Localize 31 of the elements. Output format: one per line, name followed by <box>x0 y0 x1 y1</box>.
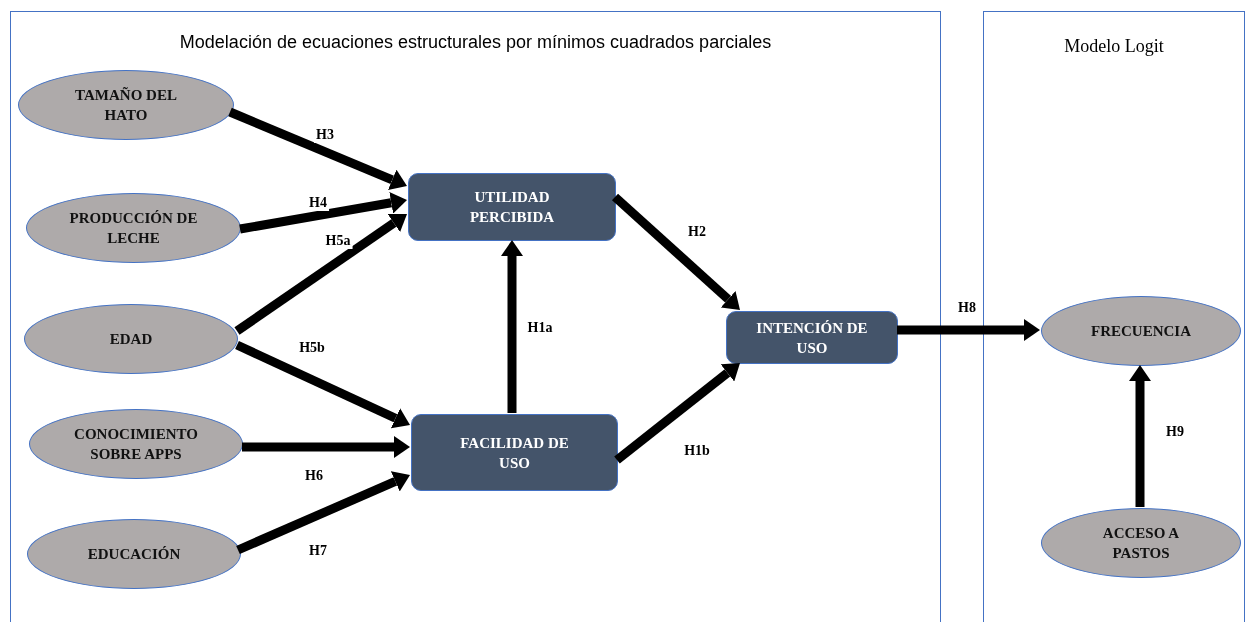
arrow <box>897 319 1040 341</box>
node-label: FRECUENCIA <box>1091 322 1191 341</box>
rounded-box <box>408 173 616 241</box>
panel <box>983 11 1245 622</box>
rounded-box <box>726 311 898 364</box>
node-label: INTENCIÓN DE USO <box>755 318 869 358</box>
node-label: CONOCIMIENTO SOBRE APPS <box>73 425 199 464</box>
arrow <box>239 191 407 234</box>
node-label: PRODUCCIÓN DE LECHE <box>68 209 199 248</box>
arrow <box>234 214 407 335</box>
arrow <box>501 240 523 413</box>
edge-label: H3 <box>314 127 336 143</box>
node-label: TAMAÑO DEL HATO <box>74 86 178 125</box>
panel <box>10 11 941 622</box>
node-label: UTILIDAD PERCIBIDA <box>468 188 556 227</box>
node-label: EDAD <box>109 330 153 349</box>
arrow <box>228 107 407 190</box>
arrow <box>614 363 740 464</box>
arrow <box>235 340 410 429</box>
arrow <box>236 471 410 555</box>
node-label: FACILIDAD DE USO <box>459 433 570 473</box>
panel-title: Modelo Logit <box>1063 36 1165 57</box>
arrow <box>242 436 410 458</box>
edge-label: H4 <box>307 195 329 211</box>
node-label: ACCESO A PASTOS <box>1101 524 1181 563</box>
edge-label: H5a <box>323 233 353 249</box>
node-label: EDUCACIÓN <box>87 545 181 564</box>
panel-title: Modelación de ecuaciones estructurales por mínimos cuadrados parciales <box>178 32 773 53</box>
rounded-box <box>411 414 618 491</box>
arrow <box>611 193 740 310</box>
arrow <box>1129 365 1151 507</box>
